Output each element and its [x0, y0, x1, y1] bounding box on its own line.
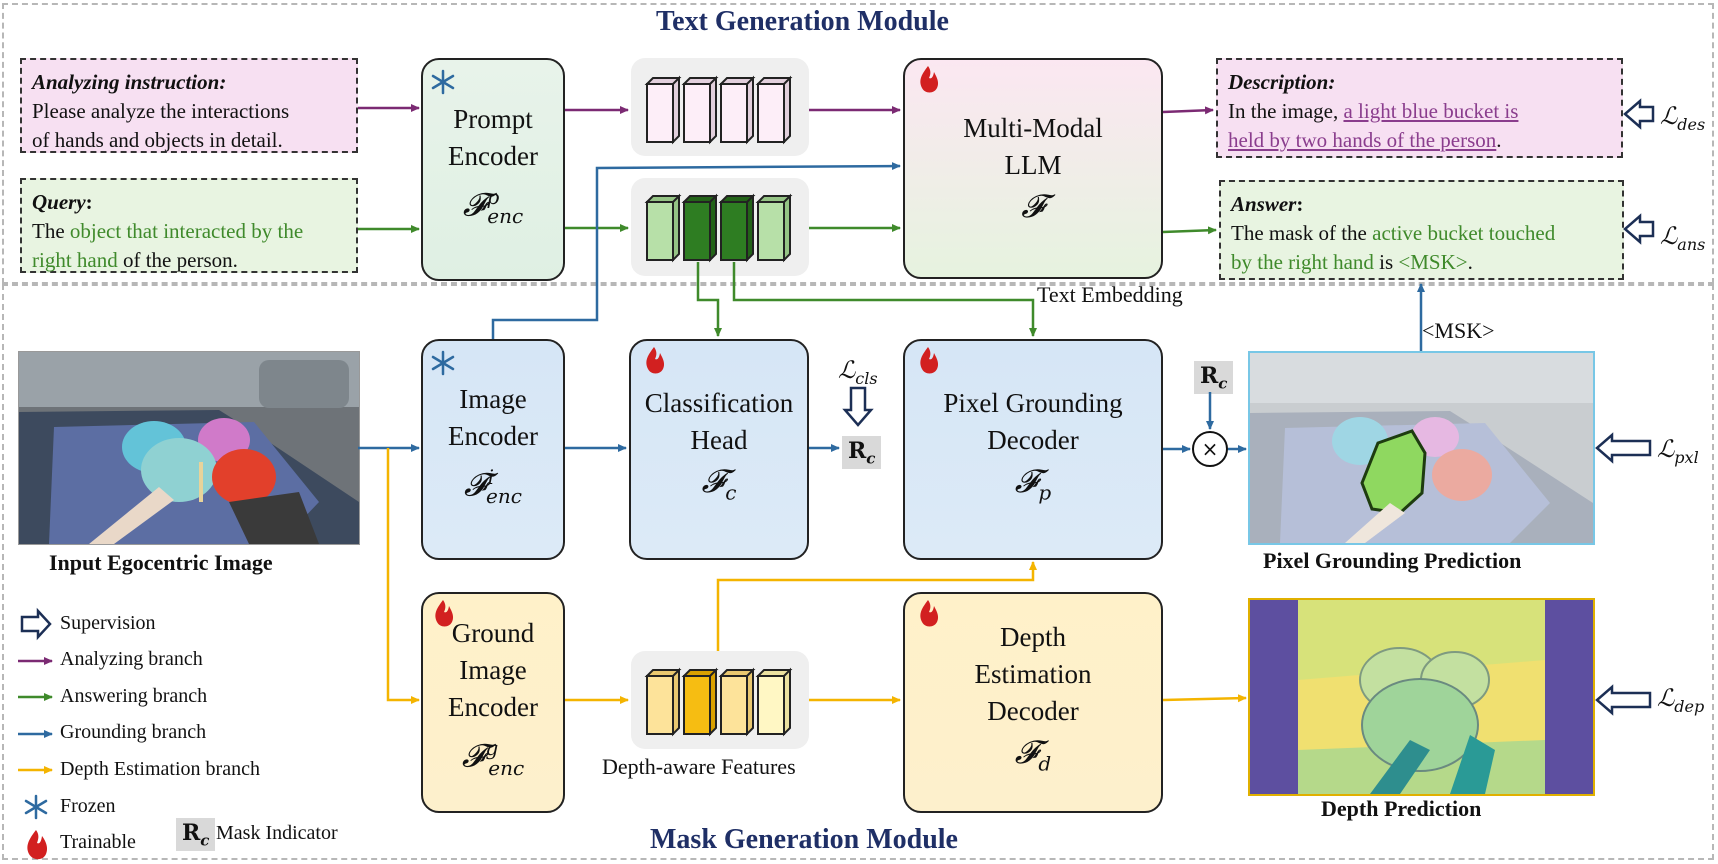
analyzing-instruction-header: Analyzing instruction: — [32, 70, 227, 94]
loss-des: ℒdes — [1660, 102, 1706, 134]
depth-feature-panel — [631, 651, 809, 749]
multiply-symbol: × — [1201, 437, 1219, 461]
input-egocentric-image — [18, 351, 360, 545]
image-encoder-label-1: Image — [459, 383, 527, 414]
cls-head-symbol: 𝓕c — [701, 461, 737, 505]
description-text-3: held by two hands of the person — [1228, 128, 1497, 152]
depth-decoder-label-2: Estimation — [974, 659, 1092, 690]
image-encoder-block: Image Encoder 𝓕ienc — [421, 339, 565, 560]
prompt-encoder-block: Prompt Encoder 𝓕penc — [421, 58, 565, 281]
prompt-encoder-label-1: Prompt — [453, 103, 533, 134]
description-text-2: a light blue bucket is — [1343, 99, 1519, 123]
analyzing-token-panel — [631, 58, 809, 156]
loss-ans: ℒans — [1660, 222, 1706, 254]
pixel-grounding-prediction-caption: Pixel Grounding Prediction — [1263, 548, 1522, 573]
loss-cls: ℒcls — [838, 356, 878, 388]
query-text-4: of the person. — [117, 248, 238, 272]
answer-text-4: is — [1373, 250, 1399, 274]
depth-aware-features-label: Depth-aware Features — [602, 754, 796, 779]
ground-image-encoder-block: Ground Image Encoder 𝓕genc — [421, 592, 565, 813]
cls-head-label-1: Classification — [644, 387, 794, 418]
analyzing-instruction-line1: Please analyze the interactions — [32, 99, 290, 123]
query-text-3: right hand — [32, 248, 118, 272]
query-box: Query: The object that interacted by the… — [20, 178, 358, 273]
image-encoder-label-2: Encoder — [448, 420, 538, 451]
description-box: Description: In the image, a light blue … — [1216, 58, 1623, 158]
text-embedding-label: Text Embedding — [1037, 282, 1183, 307]
text-module-title: Text Generation Module — [656, 6, 949, 37]
input-image-caption: Input Egocentric Image — [49, 550, 273, 575]
pixel-decoder-label-1: Pixel Grounding — [943, 387, 1123, 418]
image-encoder-symbol: 𝓕ienc — [464, 464, 522, 509]
analyzing-instruction-line2: of hands and objects in detail. — [32, 128, 283, 152]
legend-supervision: Supervision — [60, 612, 156, 634]
answer-text-1: The mask of the — [1231, 221, 1373, 245]
depth-decoder-symbol: 𝓕d — [1014, 733, 1052, 776]
answer-text-3: by the right hand — [1231, 250, 1374, 274]
ground-encoder-label-3: Encoder — [448, 692, 538, 723]
query-header: Query — [32, 190, 86, 214]
analyzing-instruction-box: Analyzing instruction: Please analyze th… — [20, 58, 358, 153]
pixel-decoder-symbol: 𝓕p — [1014, 461, 1052, 505]
answer-text-6: . — [1467, 250, 1473, 274]
legend-trainable: Trainable — [60, 831, 136, 853]
multiply-node: × — [1192, 431, 1228, 467]
answer-box: Answer: The mask of the active bucket to… — [1219, 180, 1624, 280]
mask-module-title: Mask Generation Module — [650, 824, 958, 855]
answer-colon: : — [1296, 192, 1304, 216]
prompt-encoder-label-2: Encoder — [448, 140, 538, 171]
llm-label-1: Multi-Modal — [963, 112, 1103, 143]
classification-head-block: Classification Head 𝓕c — [629, 339, 809, 560]
legend-answering: Answering branch — [60, 685, 208, 707]
pixel-grounding-decoder-block: Pixel Grounding Decoder 𝓕p — [903, 339, 1163, 560]
depth-prediction-caption: Depth Prediction — [1321, 796, 1482, 821]
depth-decoder-label-1: Depth — [1000, 622, 1066, 653]
answer-text-2: active bucket touched — [1372, 221, 1556, 245]
mask-indicator-cls-output: Rc — [842, 436, 882, 470]
answer-header: Answer — [1231, 192, 1297, 216]
legend-analyzing: Analyzing branch — [60, 648, 203, 670]
query-token-panel — [631, 178, 809, 276]
query-text-2: object that interacted by the — [69, 219, 304, 243]
loss-pxl: ℒpxl — [1657, 435, 1699, 467]
depth-prediction-image — [1248, 598, 1595, 796]
pixel-decoder-label-2: Decoder — [987, 424, 1079, 455]
ground-encoder-symbol: 𝓕genc — [461, 736, 525, 780]
legend-grounding: Grounding branch — [60, 721, 207, 743]
query-text-1: The — [32, 219, 70, 243]
cls-head-label-2: Head — [690, 424, 748, 455]
legend-frozen: Frozen — [60, 795, 116, 817]
legend-mask-indicator: Mask Indicator — [216, 822, 338, 844]
legend-mask-indicator-symbol: Rc — [176, 818, 216, 852]
query-colon: : — [85, 190, 93, 214]
answer-text-5: <MSK> — [1398, 250, 1468, 274]
llm-label-2: LLM — [1004, 149, 1062, 180]
description-text-1: In the image, — [1228, 99, 1344, 123]
ground-encoder-label-2: Image — [459, 655, 527, 686]
loss-dep: ℒdep — [1657, 684, 1705, 716]
mask-indicator-input: Rc — [1194, 361, 1234, 395]
description-text-4: . — [1496, 128, 1502, 152]
llm-symbol: 𝓕 — [1021, 186, 1045, 225]
legend-depth: Depth Estimation branch — [60, 758, 260, 780]
depth-estimation-decoder-block: Depth Estimation Decoder 𝓕d — [903, 592, 1163, 813]
pixel-grounding-prediction-image — [1248, 351, 1595, 545]
msk-token-label: <MSK> — [1422, 318, 1495, 343]
description-header: Description: — [1228, 70, 1336, 94]
ground-encoder-label-1: Ground — [451, 618, 535, 649]
depth-decoder-label-3: Decoder — [987, 696, 1079, 727]
prompt-encoder-symbol: 𝓕penc — [462, 184, 524, 229]
multimodal-llm-block: Multi-Modal LLM 𝓕 — [903, 58, 1163, 279]
